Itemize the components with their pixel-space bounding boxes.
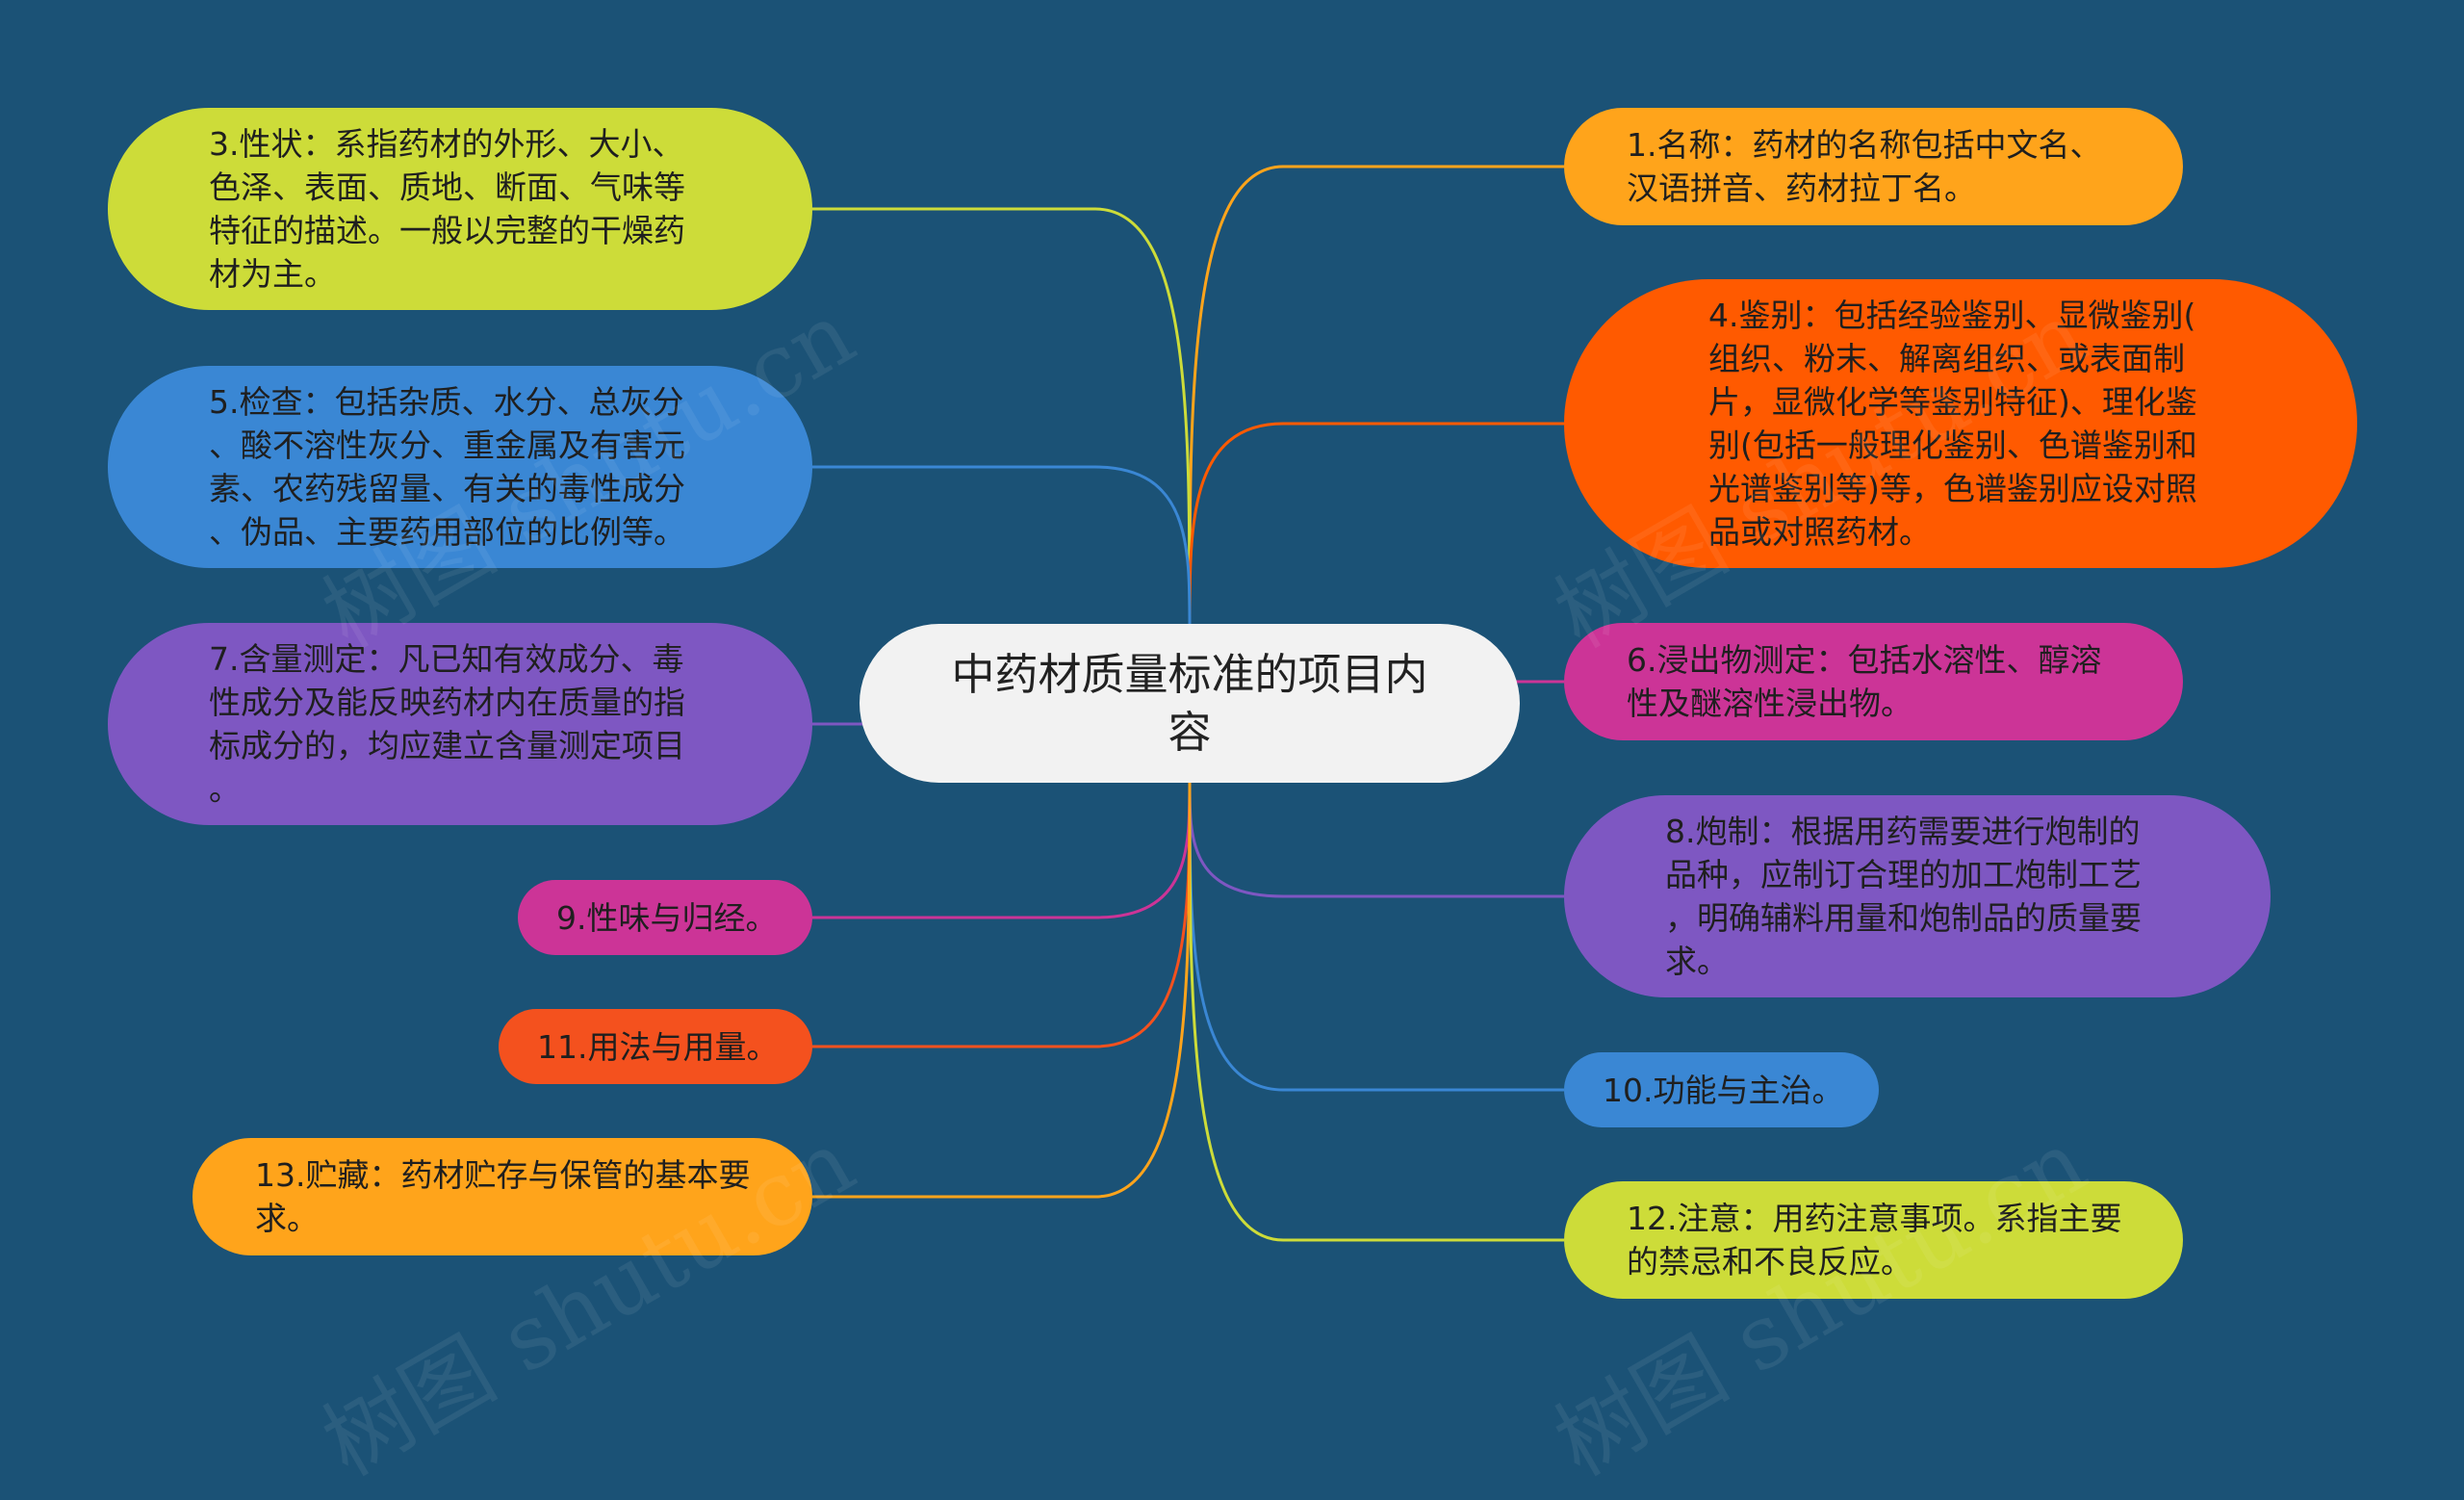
topic-label: 3.性状：系指药材的外形、大小、 色泽、表面、质地、断面、气味等 特征的描述。一… — [209, 125, 685, 293]
topic-9-nature[interactable]: 9.性味与归经。 — [518, 880, 812, 955]
central-topic-label: 中药材质量标准的项目内 容 — [951, 648, 1428, 758]
topic-label: 11.用法与用量。 — [537, 1027, 779, 1066]
topic-label: 13.贮藏：药材贮存与保管的基本要 求。 — [255, 1156, 751, 1237]
topic-5-inspection[interactable]: 5.检查：包括杂质、水分、总灰分 、酸不溶性灰分、重金属及有害元 素、农药残留量… — [108, 366, 812, 568]
topic-13-storage[interactable]: 13.贮藏：药材贮存与保管的基本要 求。 — [192, 1138, 812, 1255]
topic-3-properties[interactable]: 3.性状：系指药材的外形、大小、 色泽、表面、质地、断面、气味等 特征的描述。一… — [108, 108, 812, 310]
topic-11-usage[interactable]: 11.用法与用量。 — [499, 1009, 812, 1084]
mindmap-canvas: 中药材质量标准的项目内 容 1.名称：药材的名称包括中文名、 汉语拼音、药材拉丁… — [108, 108, 2357, 1496]
connector-n3 — [812, 207, 1192, 627]
topic-10-function[interactable]: 10.功能与主治。 — [1564, 1052, 1879, 1127]
connector-n11 — [812, 781, 1192, 1048]
topic-label: 9.性味与归经。 — [556, 898, 778, 937]
connector-n13 — [812, 781, 1192, 1199]
topic-label: 6.浸出物测定：包括水溶性、醇溶 性及醚溶性浸出物。 — [1627, 641, 2102, 722]
topic-12-cautions[interactable]: 12.注意：用药注意事项。系指主要 的禁忌和不良反应。 — [1564, 1181, 2183, 1299]
connector-n9 — [812, 781, 1192, 919]
topic-6-extract[interactable]: 6.浸出物测定：包括水溶性、醇溶 性及醚溶性浸出物。 — [1564, 623, 2183, 740]
connector-n4 — [1188, 422, 1564, 627]
topic-label: 10.功能与主治。 — [1603, 1071, 1844, 1109]
topic-label: 8.炮制：根据用药需要进行炮制的 品种，应制订合理的加工炮制工艺 ，明确辅料用量… — [1665, 813, 2142, 980]
central-topic[interactable]: 中药材质量标准的项目内 容 — [860, 624, 1520, 783]
topic-1-name[interactable]: 1.名称：药材的名称包括中文名、 汉语拼音、药材拉丁名。 — [1564, 108, 2183, 225]
topic-label: 5.检查：包括杂质、水分、总灰分 、酸不溶性灰分、重金属及有害元 素、农药残留量… — [209, 383, 685, 551]
connector-n5 — [812, 465, 1192, 627]
topic-label: 4.鉴别：包括经验鉴别、显微鉴别( 组织、粉末、解离组织、或表面制 片，显微化学… — [1708, 297, 2197, 551]
connector-n8 — [1188, 781, 1564, 898]
topic-4-identification[interactable]: 4.鉴别：包括经验鉴别、显微鉴别( 组织、粉末、解离组织、或表面制 片，显微化学… — [1564, 279, 2357, 568]
connector-n1 — [1188, 165, 1564, 627]
topic-7-assay[interactable]: 7.含量测定：凡已知有效成分、毒 性成分及能反映药材内在质量的指 标成分的，均应… — [108, 623, 812, 825]
topic-label: 7.含量测定：凡已知有效成分、毒 性成分及能反映药材内在质量的指 标成分的，均应… — [209, 640, 685, 808]
connector-n10 — [1188, 781, 1564, 1092]
topic-label: 1.名称：药材的名称包括中文名、 汉语拼音、药材拉丁名。 — [1627, 126, 2102, 207]
topic-label: 12.注意：用药注意事项。系指主要 的禁忌和不良反应。 — [1627, 1200, 2122, 1280]
topic-8-processing[interactable]: 8.炮制：根据用药需要进行炮制的 品种，应制订合理的加工炮制工艺 ，明确辅料用量… — [1564, 795, 2271, 997]
connector-n12 — [1188, 781, 1564, 1242]
